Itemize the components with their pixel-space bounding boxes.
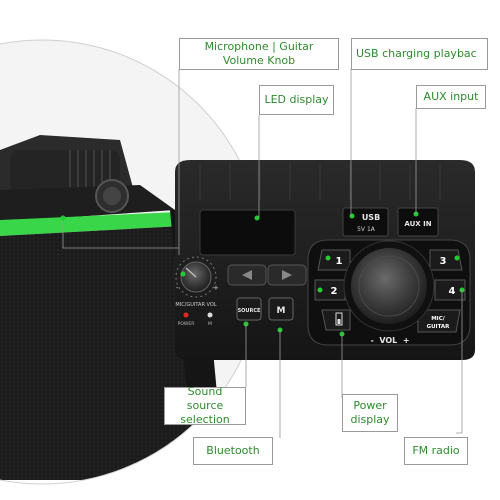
preset-4-label: 4 (449, 286, 456, 297)
callout-sound-source: Sound source selection (164, 385, 246, 426)
callout-fm-radio: FM radio (404, 437, 468, 465)
mic-guitar-label-2: GUITAR (427, 324, 451, 330)
usb-port-label: USB (362, 213, 380, 222)
usb-spec-label: 5V 1A (357, 226, 376, 233)
preset-3-label: 3 (440, 256, 447, 267)
callout-led-display: LED display (259, 85, 334, 115)
led-display-screen (199, 209, 296, 256)
vol-label: - VOL + (370, 336, 409, 345)
prev-arrow-icon (242, 270, 252, 280)
battery-indicator (321, 309, 351, 337)
m-button-label: M (277, 306, 286, 316)
preset-button-4[interactable]: 4 (434, 279, 466, 301)
mic-guitar-label-1: MIC/ (431, 316, 446, 322)
mic-guitar-vol-label: MIC/GUITAR VOL (175, 302, 216, 308)
callout-bluetooth: Bluetooth (193, 437, 273, 465)
preset-1-label: 1 (336, 256, 343, 267)
aux-port-label: AUX IN (404, 220, 431, 228)
mic-guitar-volume-knob[interactable] (175, 256, 217, 298)
m-led (207, 312, 213, 318)
power-led (183, 312, 189, 318)
mic-guitar-button[interactable]: MIC/ GUITAR (417, 309, 461, 333)
green-markers (60, 215, 66, 221)
callout-mic-guitar-knob: Microphone | Guitar Volume Knob (179, 38, 339, 70)
callout-aux-input: AUX input (416, 85, 486, 109)
m-led-label: M (208, 321, 212, 327)
m-button[interactable] (268, 297, 294, 321)
preset-2-label: 2 (331, 286, 338, 297)
next-arrow-icon (282, 270, 292, 280)
callout-power-display: Power display (342, 394, 398, 432)
preset-button-1[interactable]: 1 (317, 249, 351, 271)
leader-lines (62, 69, 463, 438)
source-button-label: SOURCE (238, 308, 261, 314)
panel-ribs (199, 163, 441, 200)
power-led-label: POWER (178, 321, 195, 327)
knob-minus-label: - (176, 284, 179, 292)
callout-usb-playback: USB charging playbac (351, 38, 488, 70)
knob-plus-label: + (213, 284, 219, 292)
closeup-green-strip (0, 212, 182, 236)
preset-button-3[interactable]: 3 (429, 249, 463, 271)
main-volume-knob[interactable] (343, 240, 435, 332)
source-button[interactable] (236, 297, 262, 321)
control-panel: USB 5V 1A AUX IN - + MIC/GUITAR VOL (175, 160, 475, 360)
preset-button-2[interactable]: 2 (314, 279, 346, 301)
battery-icon (335, 312, 343, 326)
aux-port-block (397, 207, 439, 237)
